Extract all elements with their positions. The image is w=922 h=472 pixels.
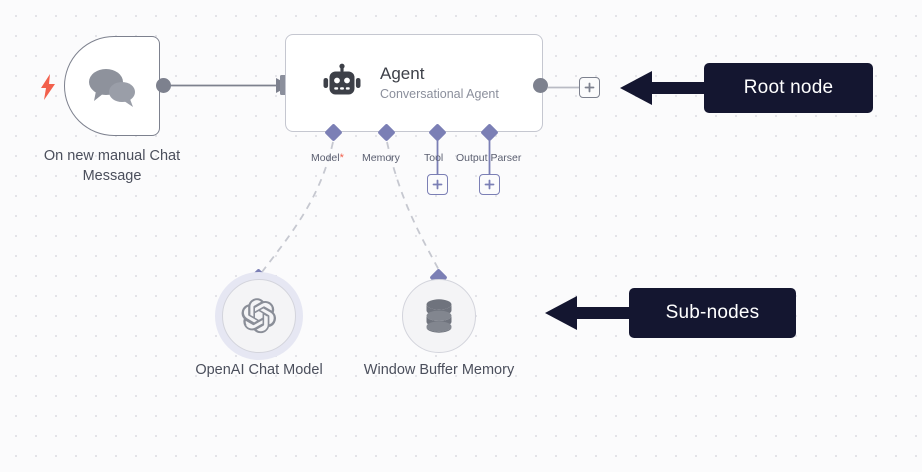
port-label-model-text: Model xyxy=(311,152,340,164)
port-label-output-parser: Output Parser xyxy=(456,152,522,164)
callout-sub-nodes-text: Sub-nodes xyxy=(665,302,760,323)
trigger-output-port[interactable] xyxy=(156,78,171,93)
root-node-arrow xyxy=(620,71,706,105)
port-label-memory: Memory xyxy=(362,152,400,164)
plus-icon xyxy=(584,82,595,93)
node-openai-chat-model[interactable] xyxy=(222,279,296,353)
node-chat-trigger[interactable] xyxy=(64,36,160,136)
port-required-marker: * xyxy=(339,152,344,164)
add-node-button-main[interactable] xyxy=(579,77,600,98)
agent-input-port[interactable] xyxy=(280,75,289,95)
port-label-model: Model* xyxy=(311,152,344,164)
chat-bubbles-icon xyxy=(89,69,135,107)
node-agent[interactable]: Agent Conversational Agent xyxy=(285,34,543,132)
agent-output-port[interactable] xyxy=(533,78,548,93)
openai-logo-icon xyxy=(241,298,276,334)
agent-title: Agent xyxy=(380,64,425,83)
database-icon xyxy=(426,299,452,333)
node-window-buffer-memory[interactable] xyxy=(402,279,476,353)
callout-sub-nodes: Sub-nodes xyxy=(629,288,796,338)
node-openai-chat-model-label: OpenAI Chat Model xyxy=(195,362,323,378)
sub-nodes-arrow xyxy=(545,296,631,330)
callout-root-node: Root node xyxy=(704,63,873,113)
lightning-bolt-icon xyxy=(41,74,55,100)
node-chat-trigger-label: On new manual Chat Message xyxy=(43,148,181,184)
node-window-buffer-memory-label: Window Buffer Memory xyxy=(363,362,515,378)
callout-root-node-text: Root node xyxy=(743,77,834,98)
agent-text-block: Agent Conversational Agent xyxy=(380,64,499,102)
add-node-button-output-parser[interactable] xyxy=(479,174,500,195)
robot-icon xyxy=(323,63,361,95)
plus-icon xyxy=(484,179,495,190)
plus-icon xyxy=(432,179,443,190)
agent-subtitle: Conversational Agent xyxy=(380,87,499,101)
add-node-button-tool[interactable] xyxy=(427,174,448,195)
port-label-tool: Tool xyxy=(424,152,444,164)
